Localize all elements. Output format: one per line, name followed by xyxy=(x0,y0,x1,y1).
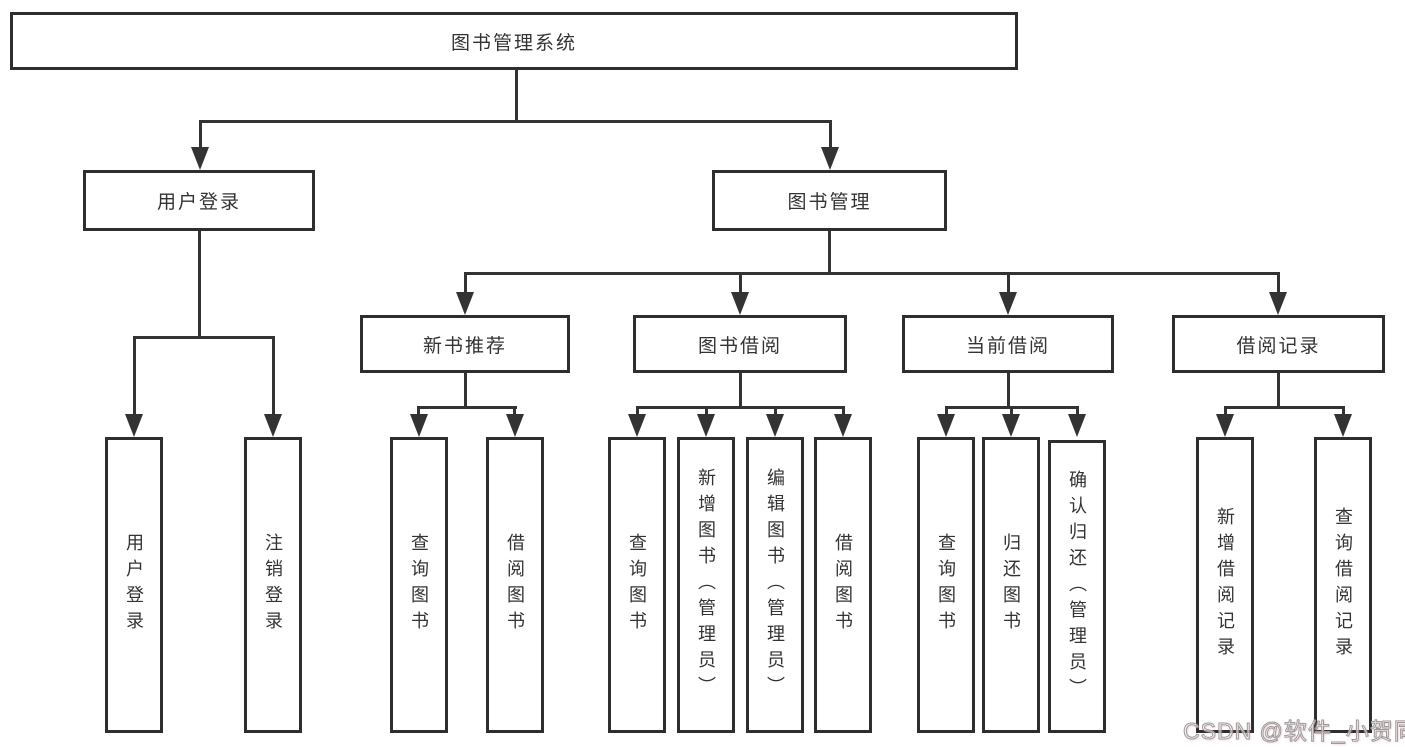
connector-line xyxy=(1277,373,1280,408)
connector-line xyxy=(515,69,518,122)
node-borrow-records: 借阅记录 xyxy=(1172,315,1385,373)
arrow-down-icon xyxy=(1269,292,1287,315)
node-leaf-edit-book-admin-label: 编辑图书（管理员） xyxy=(765,468,785,702)
arrow-down-icon xyxy=(1002,414,1020,437)
connector-line xyxy=(1076,406,1079,418)
connector-line xyxy=(199,120,202,150)
node-current-borrow: 当前借阅 xyxy=(902,315,1114,373)
node-leaf-query-book-borrow-label: 查询图书 xyxy=(627,533,647,637)
connector-line xyxy=(1224,406,1227,418)
connector-line xyxy=(198,231,201,338)
node-leaf-add-borrow-record-label: 新增借阅记录 xyxy=(1215,507,1235,663)
node-leaf-borrow-book-recommend-label: 借阅图书 xyxy=(505,533,525,637)
connector-line xyxy=(829,120,832,150)
connector-line xyxy=(636,406,845,409)
node-library-system-label: 图书管理系统 xyxy=(450,32,577,54)
node-leaf-query-borrow-record: 查询借阅记录 xyxy=(1314,437,1372,733)
arrow-down-icon xyxy=(456,292,474,315)
node-leaf-logout: 注销登录 xyxy=(244,437,302,733)
node-leaf-return-book-label: 归还图书 xyxy=(1001,533,1021,637)
node-leaf-logout-label: 注销登录 xyxy=(263,533,283,637)
node-current-borrow-label: 当前借阅 xyxy=(965,335,1050,357)
node-leaf-add-book-admin-label: 新增图书（管理员） xyxy=(696,468,716,702)
connector-line xyxy=(705,406,708,418)
arrow-down-icon xyxy=(731,292,749,315)
connector-line xyxy=(1342,406,1345,418)
arrow-down-icon xyxy=(834,414,852,437)
connector-line xyxy=(1007,373,1010,408)
arrow-down-icon xyxy=(125,414,143,437)
node-leaf-confirm-return-admin-label: 确认归还（管理员） xyxy=(1067,469,1087,704)
node-borrow-records-label: 借阅记录 xyxy=(1236,335,1321,357)
connector-line xyxy=(464,272,467,295)
node-leaf-query-book-borrow: 查询图书 xyxy=(608,437,666,733)
connector-line xyxy=(945,406,948,418)
node-leaf-query-book-current-label: 查询图书 xyxy=(936,533,956,637)
connector-line xyxy=(1007,272,1010,295)
node-leaf-query-book-recommend-label: 查询图书 xyxy=(409,533,429,637)
node-library-system: 图书管理系统 xyxy=(10,12,1018,70)
connector-line xyxy=(1224,406,1344,409)
node-new-book-recommend-label: 新书推荐 xyxy=(422,335,507,357)
arrow-down-icon xyxy=(821,147,839,170)
node-user-login-label: 用户登录 xyxy=(156,192,241,213)
arrow-down-icon xyxy=(999,292,1017,315)
node-book-borrow-label: 图书借阅 xyxy=(697,335,782,357)
csdn-watermark: CSDN @软件_小贺同学 xyxy=(1183,718,1405,745)
node-book-management: 图书管理 xyxy=(712,170,947,231)
arrow-down-icon xyxy=(264,414,282,437)
arrow-down-icon xyxy=(937,414,955,437)
connector-line xyxy=(464,373,467,408)
arrow-down-icon xyxy=(1216,414,1234,437)
node-book-management-label: 图书管理 xyxy=(787,192,872,213)
connector-line xyxy=(842,406,845,418)
node-leaf-query-book-recommend: 查询图书 xyxy=(390,437,448,733)
node-leaf-user-login-label: 用户登录 xyxy=(124,533,144,637)
connector-line xyxy=(1010,406,1013,418)
node-leaf-query-borrow-record-label: 查询借阅记录 xyxy=(1333,507,1353,663)
connector-line xyxy=(774,406,777,418)
arrow-down-icon xyxy=(697,414,715,437)
node-leaf-borrow-book-label: 借阅图书 xyxy=(833,533,853,637)
connector-line xyxy=(272,336,275,416)
arrow-down-icon xyxy=(1068,414,1086,437)
arrow-down-icon xyxy=(410,414,428,437)
connector-line xyxy=(417,406,420,418)
node-leaf-confirm-return-admin: 确认归还（管理员） xyxy=(1048,440,1106,733)
arrow-down-icon xyxy=(1334,414,1352,437)
node-leaf-borrow-book-recommend: 借阅图书 xyxy=(486,437,544,733)
node-leaf-user-login: 用户登录 xyxy=(105,437,163,733)
connector-line xyxy=(636,406,639,418)
connector-line xyxy=(739,272,742,295)
connector-line xyxy=(133,336,275,339)
node-new-book-recommend: 新书推荐 xyxy=(360,315,570,373)
connector-line xyxy=(417,406,517,409)
connector-line xyxy=(133,336,136,416)
connector-line xyxy=(464,272,1280,275)
node-leaf-edit-book-admin: 编辑图书（管理员） xyxy=(746,437,804,733)
node-leaf-borrow-book: 借阅图书 xyxy=(814,437,872,733)
connector-line xyxy=(1277,272,1280,295)
arrow-down-icon xyxy=(191,147,209,170)
connector-line xyxy=(199,120,832,123)
arrow-down-icon xyxy=(506,414,524,437)
node-book-borrow: 图书借阅 xyxy=(633,315,847,373)
node-user-login: 用户登录 xyxy=(83,170,315,231)
node-leaf-query-book-current: 查询图书 xyxy=(917,437,975,733)
arrow-down-icon xyxy=(628,414,646,437)
node-leaf-return-book: 归还图书 xyxy=(982,437,1040,733)
connector-line xyxy=(513,406,516,418)
connector-line xyxy=(828,231,831,274)
connector-line xyxy=(739,373,742,408)
node-leaf-add-borrow-record: 新增借阅记录 xyxy=(1196,437,1254,733)
node-leaf-add-book-admin: 新增图书（管理员） xyxy=(677,437,735,733)
arrow-down-icon xyxy=(766,414,784,437)
